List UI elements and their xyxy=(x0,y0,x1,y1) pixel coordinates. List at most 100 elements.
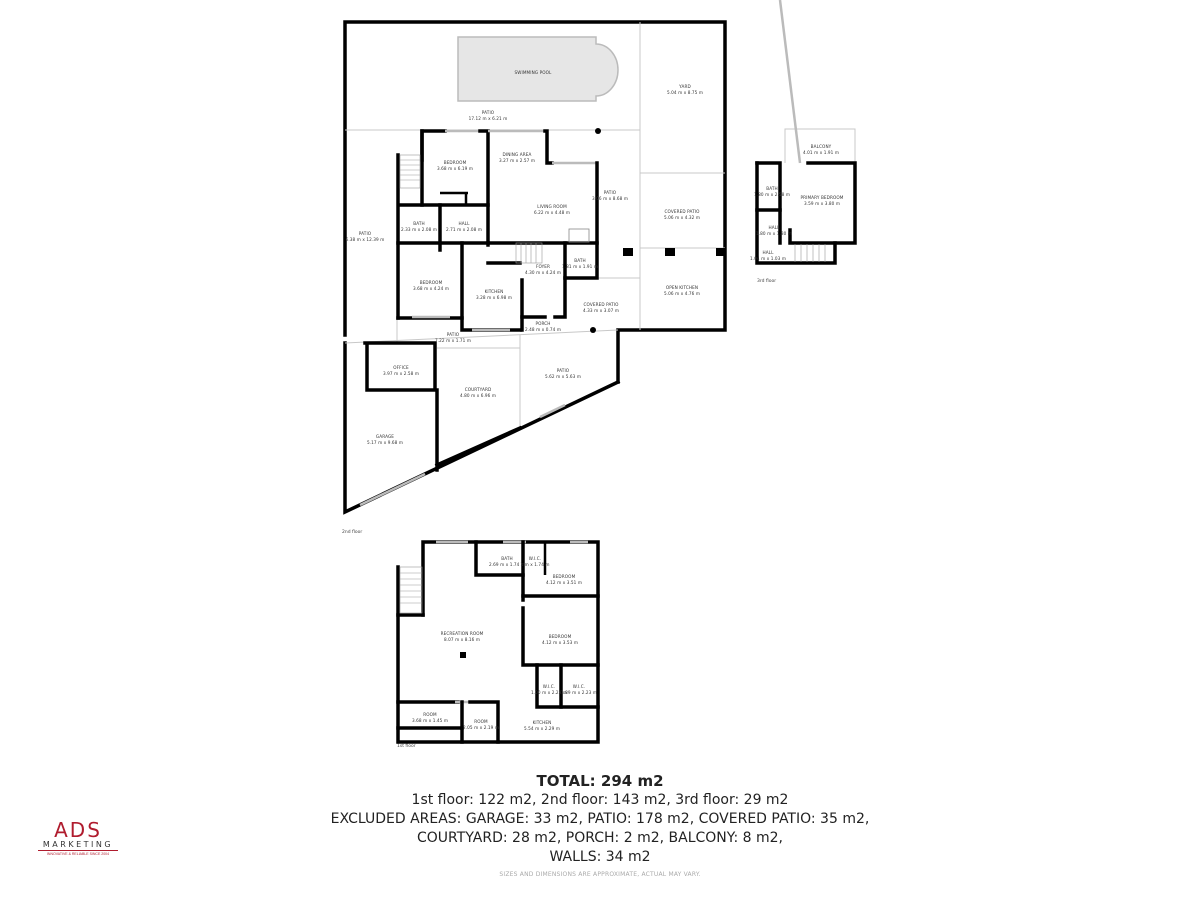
room-name: ROOM xyxy=(474,719,488,724)
room-dim: 6.38 m x 12.39 m xyxy=(346,237,385,242)
garage-door xyxy=(359,472,426,507)
room-name: COVERED PATIO xyxy=(665,209,701,214)
room-dim: 3.06 m x 8.68 m xyxy=(592,196,628,201)
room-dim: 2.33 m x 2.08 m xyxy=(401,227,437,232)
room-name: DINING AREA xyxy=(503,152,532,157)
room-dim: 2.69 m x 1.74 m xyxy=(489,562,525,567)
room-dim: 8.07 m x 8.16 m xyxy=(444,637,480,642)
outer-wall-lower xyxy=(343,341,621,515)
room-dim: 3.97 m x 2.58 m xyxy=(383,371,419,376)
room-labels: SWIMMING POOL PATIO 17.12 m x 6.21 m YAR… xyxy=(346,70,703,445)
room-name: OPEN KITCHEN xyxy=(666,285,698,290)
room-dim: 4.33 m x 3.07 m xyxy=(583,308,619,313)
ads-marketing-logo: ADS MARKETING INNOVATIVE & RELIABLE SINC… xyxy=(38,820,118,857)
room-name: COURTYARD xyxy=(465,387,492,392)
room-dim: 4.80 m x 6.96 m xyxy=(460,393,496,398)
room-dim: 4.12 m x 3.51 m xyxy=(546,580,582,585)
room-dim: 1 m x 1.74 m xyxy=(520,562,549,567)
room-name: SWIMMING POOL xyxy=(515,70,553,75)
room-name: PORCH xyxy=(535,321,550,326)
room-name: RECREATION ROOM xyxy=(441,631,484,636)
room-name: FOYER xyxy=(536,264,550,269)
room-name: BATH xyxy=(574,258,586,263)
room-dim: 1.80 m x 1.80 m xyxy=(756,231,792,236)
swimming-pool xyxy=(457,36,619,102)
room-dim: 1.00 m x 2.23 m xyxy=(531,690,567,695)
room-dim: 3.59 m x 3.80 m xyxy=(804,201,840,206)
room-name: BEDROOM xyxy=(420,280,443,285)
outer-wall xyxy=(343,20,727,384)
disclaimer: SIZES AND DIMENSIONS ARE APPROXIMATE, AC… xyxy=(499,871,701,878)
room-name: PATIO xyxy=(604,190,617,195)
room-name: PATIO xyxy=(359,231,372,236)
room-dim: 5.06 m x 4.32 m xyxy=(664,215,700,220)
room-name: HALL xyxy=(768,225,780,230)
room-dim: 2.05 m x 2.19 m xyxy=(463,725,499,730)
walls-area: WALLS: 34 m2 xyxy=(549,849,651,865)
room-dim: 3.28 m x 6.98 m xyxy=(476,295,512,300)
room-name: LIVING ROOM xyxy=(537,204,567,209)
room-name: BATH xyxy=(501,556,513,561)
total-area: TOTAL: 294 m2 xyxy=(536,772,664,790)
room-dim: 3.68 m x 4.24 m xyxy=(413,286,449,291)
column xyxy=(623,248,633,256)
stairs xyxy=(399,154,543,264)
column xyxy=(716,248,725,256)
floor-3rd: 3rd floor BALCONY 4.01 m x 1.91 m BATH 1… xyxy=(750,0,857,284)
room-name: ROOM xyxy=(423,712,437,717)
room-name: W.I.C. xyxy=(543,684,555,689)
room-dim: 2.48 m x 0.74 m xyxy=(525,327,561,332)
room-name: W.I.C. xyxy=(529,556,541,561)
room-name: COVERED PATIO xyxy=(584,302,620,307)
room-name: BEDROOM xyxy=(549,634,572,639)
logo-sub: MARKETING xyxy=(42,840,114,849)
room-name: BEDROOM xyxy=(444,160,467,165)
room-name: BATH xyxy=(766,186,778,191)
room-dim: 3.68 m x 1.45 m xyxy=(412,718,448,723)
room-dim: 17.12 m x 6.21 m xyxy=(469,116,508,121)
room-name: BALCONY xyxy=(811,144,832,149)
logo-tagline: INNOVATIVE & RELIABLE SINCE 2004 xyxy=(38,850,118,857)
room-name: OFFICE xyxy=(393,365,409,370)
room-name: PATIO xyxy=(482,110,495,115)
room-dim: 2.71 m x 2.08 m xyxy=(446,227,482,232)
logo-brand: ADS xyxy=(54,818,102,842)
room-name: PATIO xyxy=(557,368,570,373)
room-name: PATIO xyxy=(447,332,460,337)
room-name: PRIMARY BEDROOM xyxy=(800,195,843,200)
room-dim: 4.30 m x 4.24 m xyxy=(525,270,561,275)
floor-2nd: 2nd floor SWIMMING POOL PATIO 17.12 m x … xyxy=(342,20,727,535)
floor-label: 3rd floor xyxy=(757,278,776,284)
room-name: GARAGE xyxy=(376,434,394,439)
room-dim: 7.22 m x 1.71 m xyxy=(435,338,471,343)
room-dim: 1.89 m x 2.23 m xyxy=(561,690,597,695)
room-name: HALL xyxy=(458,221,470,226)
room-name: BEDROOM xyxy=(553,574,576,579)
room-dim: 3.27 m x 2.57 m xyxy=(499,158,535,163)
area-summary: TOTAL: 294 m2 1st floor: 122 m2, 2nd flo… xyxy=(300,772,900,867)
room-dim: 1.81 m x 1.91 m xyxy=(562,264,598,269)
excluded-areas: EXCLUDED AREAS: GARAGE: 33 m2, PATIO: 17… xyxy=(330,811,870,827)
room-dim: 5.54 m x 2.29 m xyxy=(524,726,560,731)
room-name: BATH xyxy=(413,221,425,226)
floor-label: 1st floor xyxy=(397,743,416,749)
room-dim: 6.22 m x 4.48 m xyxy=(534,210,570,215)
room-dim: 1.80 m x 2.58 m xyxy=(754,192,790,197)
room-dim: 3.68 m x 6.19 m xyxy=(437,166,473,171)
floor-label: 2nd floor xyxy=(342,529,362,535)
room-dim: 4.01 m x 1.91 m xyxy=(803,150,839,155)
room-dim: 4.12 m x 3.53 m xyxy=(542,640,578,645)
room-dim: 1.04 m x 1.03 m xyxy=(750,256,786,261)
column xyxy=(665,248,675,256)
excluded-areas-cont: COURTYARD: 28 m2, PORCH: 2 m2, BALCONY: … xyxy=(417,830,783,846)
fireplace xyxy=(568,228,590,243)
room-dim: 5.62 m x 5.63 m xyxy=(545,374,581,379)
room-name: KITCHEN xyxy=(533,720,552,725)
room-dim: 5.17 m x 9.68 m xyxy=(367,440,403,445)
room-name: KITCHEN xyxy=(485,289,504,294)
room-name: HALL xyxy=(762,250,774,255)
floor-areas: 1st floor: 122 m2, 2nd floor: 143 m2, 3r… xyxy=(411,792,789,808)
room-name: W.I.C. xyxy=(573,684,585,689)
room-name: YARD xyxy=(678,84,691,89)
